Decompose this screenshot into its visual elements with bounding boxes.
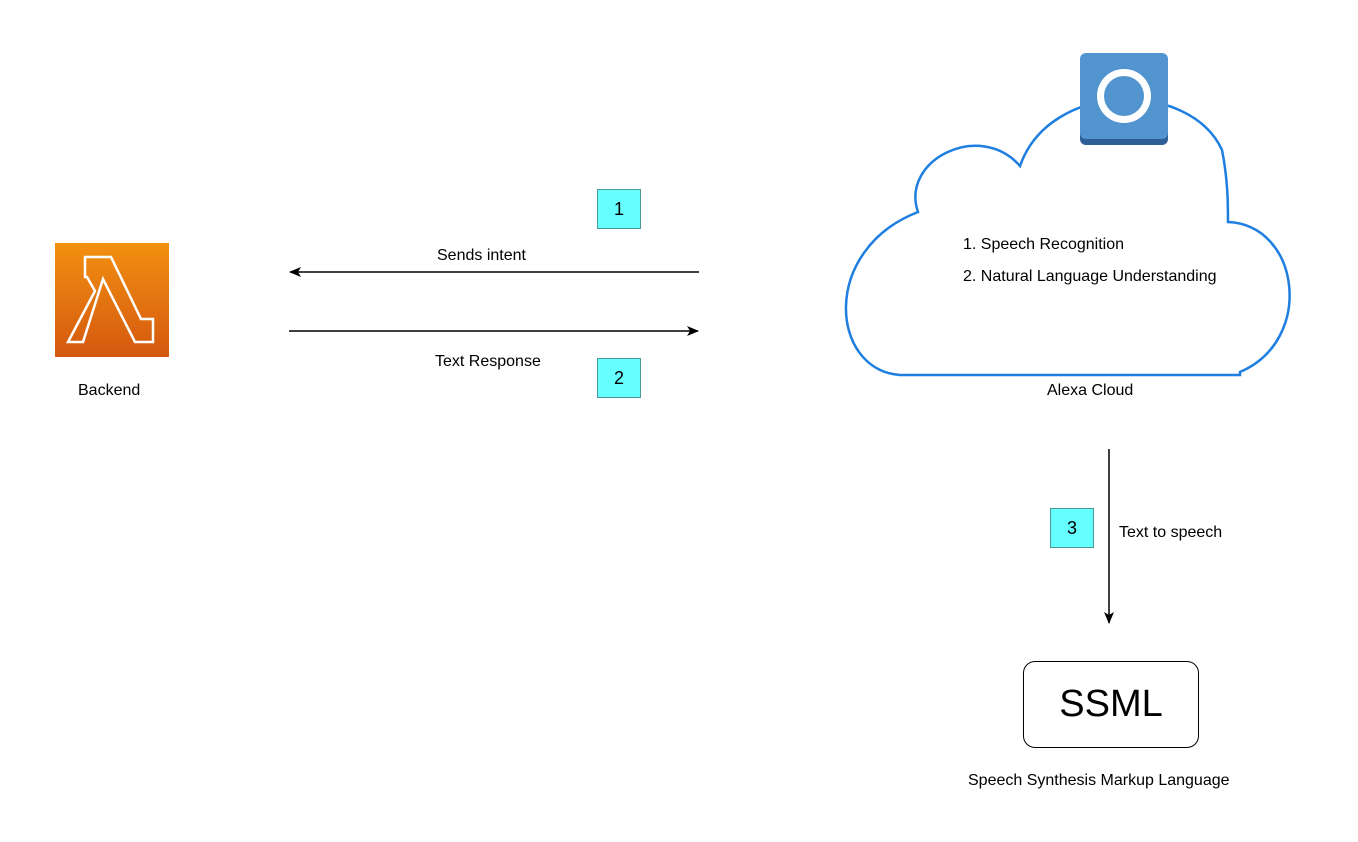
alexa-cloud-shape: [844, 98, 1291, 377]
cloud-step-speech-recognition: 1. Speech Recognition: [963, 236, 1124, 253]
lambda-icon: [55, 243, 169, 357]
ssml-caption: Speech Synthesis Markup Language: [968, 772, 1230, 789]
step-badge-1: 1: [597, 189, 641, 229]
intent-label: Sends intent: [437, 247, 526, 264]
cloud-label: Alexa Cloud: [1047, 382, 1134, 399]
backend-label: Backend: [78, 382, 141, 399]
ssml-box: SSML: [1023, 661, 1199, 748]
step-badge-3: 3: [1050, 508, 1094, 548]
cloud-step-nlu: 2. Natural Language Understanding: [963, 268, 1217, 285]
tts-label: Text to speech: [1119, 524, 1223, 541]
response-label: Text Response: [435, 353, 541, 370]
alexa-icon: [1080, 53, 1168, 145]
alexa-icon-box: [1080, 53, 1168, 145]
step-badge-2: 2: [597, 358, 641, 398]
backend-node: [55, 243, 169, 357]
